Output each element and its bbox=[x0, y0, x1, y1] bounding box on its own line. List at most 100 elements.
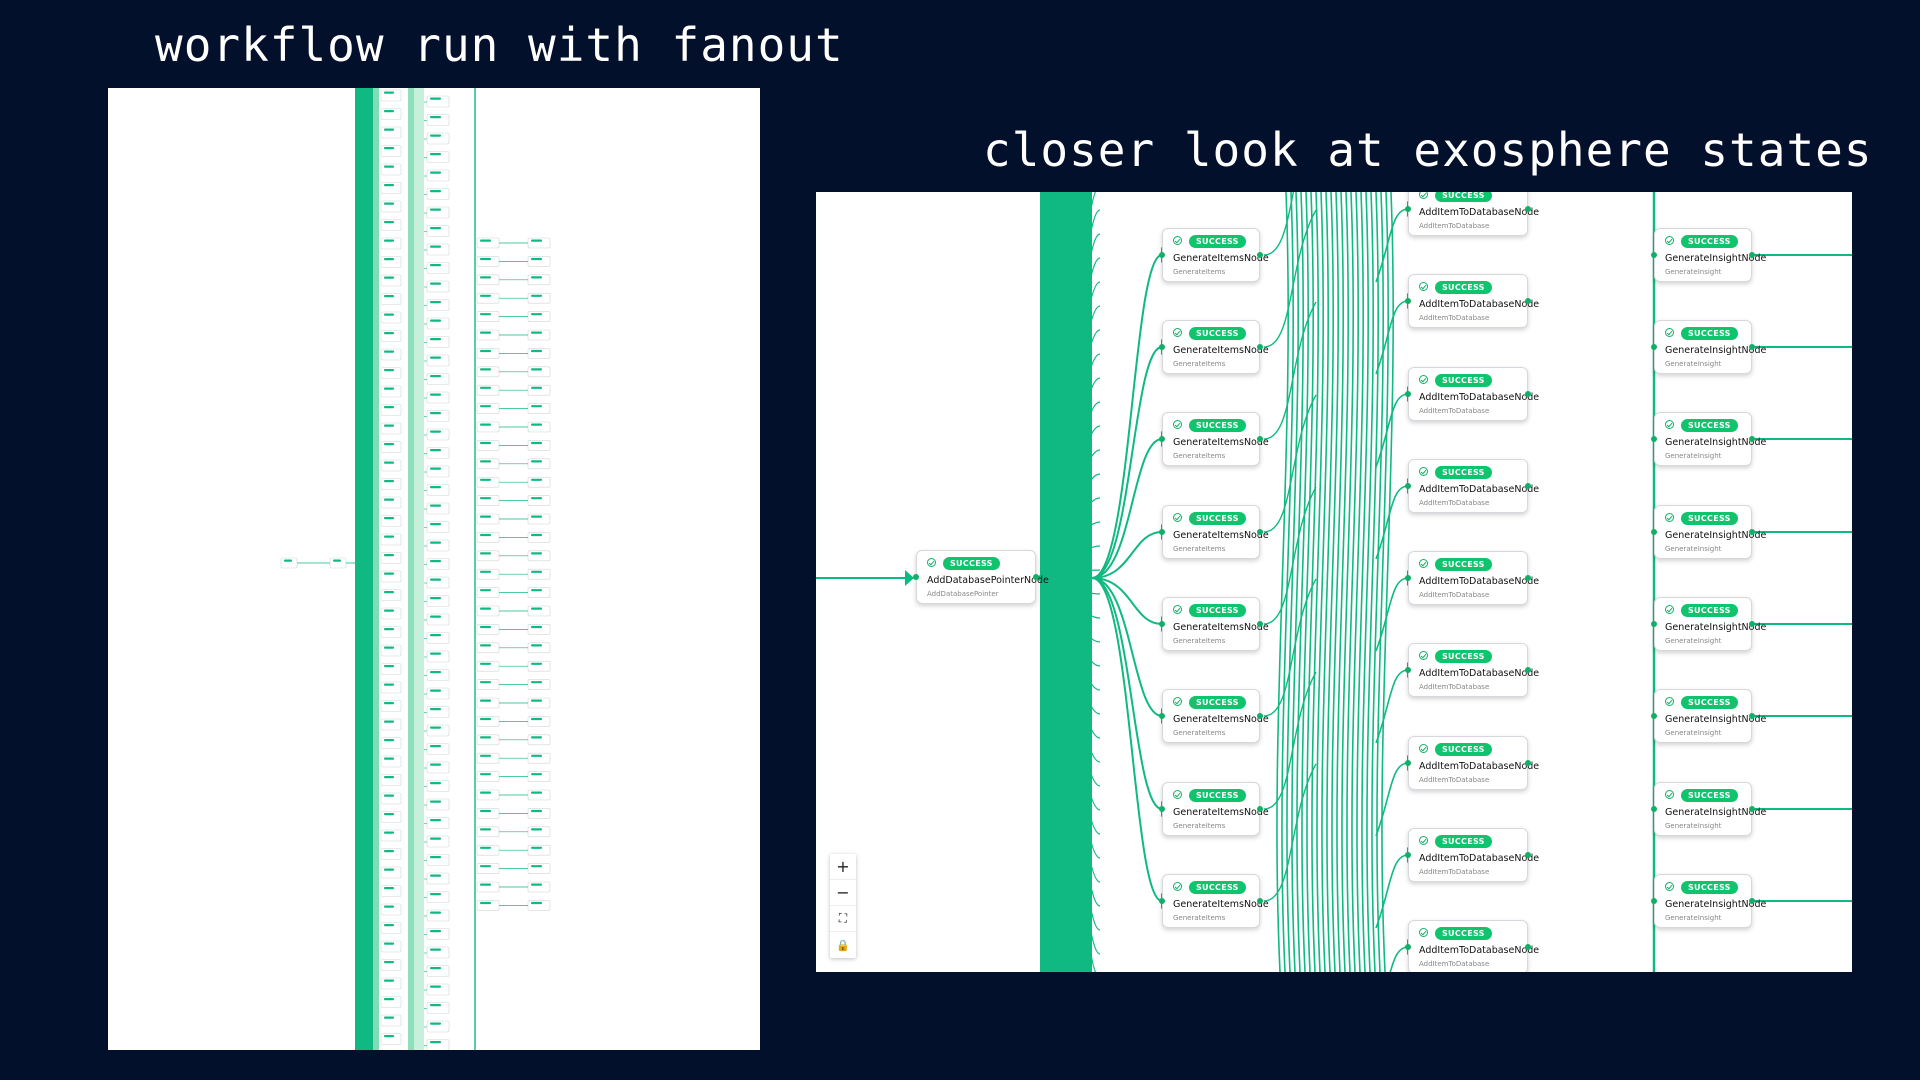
overview-node-col3-badge bbox=[480, 791, 491, 794]
output-handle[interactable] bbox=[1749, 713, 1755, 719]
input-handle[interactable] bbox=[1159, 713, 1165, 719]
input-handle[interactable] bbox=[1159, 621, 1165, 627]
status-badge: SUCCESS bbox=[1435, 374, 1492, 387]
output-handle[interactable] bbox=[1257, 898, 1263, 904]
output-handle[interactable] bbox=[1749, 252, 1755, 258]
node-subtitle: AddItemToDatabase bbox=[1419, 407, 1490, 415]
output-handle[interactable] bbox=[1257, 436, 1263, 442]
output-handle[interactable] bbox=[1525, 483, 1531, 489]
edge-bundle-line bbox=[1321, 192, 1334, 972]
output-handle[interactable] bbox=[1257, 529, 1263, 535]
overview-node-col3-badge bbox=[480, 405, 491, 408]
input-handle[interactable] bbox=[1159, 252, 1165, 258]
output-handle[interactable] bbox=[1749, 898, 1755, 904]
output-handle[interactable] bbox=[1257, 713, 1263, 719]
output-handle[interactable] bbox=[1525, 760, 1531, 766]
output-handle[interactable] bbox=[1525, 298, 1531, 304]
overview-node-col3-badge bbox=[480, 809, 491, 813]
output-handle[interactable] bbox=[1525, 944, 1531, 950]
input-handle[interactable] bbox=[1405, 298, 1411, 304]
output-handle[interactable] bbox=[1525, 206, 1531, 212]
overview-node-col3-badge bbox=[480, 331, 491, 334]
edge-bundle-line bbox=[1346, 192, 1359, 972]
zoom-out-button[interactable]: − bbox=[830, 880, 856, 906]
input-handle[interactable] bbox=[1159, 436, 1165, 442]
input-handle[interactable] bbox=[1405, 206, 1411, 212]
node-name: GenerateItemsNode bbox=[1173, 899, 1269, 910]
overview-node-col1-badge bbox=[384, 91, 394, 94]
output-handle[interactable] bbox=[1257, 806, 1263, 812]
output-handle[interactable] bbox=[1749, 344, 1755, 350]
input-handle[interactable] bbox=[1651, 529, 1657, 535]
input-handle[interactable] bbox=[1405, 483, 1411, 489]
input-handle[interactable] bbox=[1651, 344, 1657, 350]
input-handle[interactable] bbox=[1405, 667, 1411, 673]
input-handle[interactable] bbox=[1651, 898, 1657, 904]
output-handle[interactable] bbox=[1257, 344, 1263, 350]
output-handle[interactable] bbox=[1749, 529, 1755, 535]
overview-node-col3-badge bbox=[480, 901, 491, 905]
output-handle[interactable] bbox=[1033, 574, 1039, 580]
output-handle[interactable] bbox=[1525, 575, 1531, 581]
input-handle[interactable] bbox=[1405, 944, 1411, 950]
input-handle[interactable] bbox=[1651, 436, 1657, 442]
overview-node-col1-badge bbox=[384, 757, 394, 760]
input-handle[interactable] bbox=[1405, 575, 1411, 581]
overview-node-col1-badge bbox=[384, 646, 394, 649]
overview-node-col2-badge bbox=[430, 486, 441, 489]
lock-button[interactable]: 🔒 bbox=[830, 932, 856, 958]
input-handle[interactable] bbox=[1159, 806, 1165, 812]
output-handle[interactable] bbox=[1525, 852, 1531, 858]
input-handle[interactable] bbox=[1159, 529, 1165, 535]
output-handle[interactable] bbox=[1749, 621, 1755, 627]
output-handle[interactable] bbox=[1525, 667, 1531, 673]
zoom-in-button[interactable]: + bbox=[830, 854, 856, 880]
output-handle[interactable] bbox=[1749, 436, 1755, 442]
fit-view-button[interactable]: ⛶ bbox=[830, 906, 856, 932]
output-handle[interactable] bbox=[1749, 806, 1755, 812]
input-handle[interactable] bbox=[1651, 713, 1657, 719]
input-handle[interactable] bbox=[1405, 760, 1411, 766]
output-handle[interactable] bbox=[1525, 391, 1531, 397]
input-handle[interactable] bbox=[1405, 852, 1411, 858]
input-handle[interactable] bbox=[1159, 898, 1165, 904]
input-handle[interactable] bbox=[1651, 252, 1657, 258]
input-handle[interactable] bbox=[1405, 391, 1411, 397]
input-handle[interactable] bbox=[1159, 344, 1165, 350]
input-handle[interactable] bbox=[1651, 621, 1657, 627]
overview-graph-canvas[interactable] bbox=[108, 88, 760, 1050]
output-handle[interactable] bbox=[1257, 621, 1263, 627]
output-handle[interactable] bbox=[1257, 252, 1263, 258]
input-handle[interactable] bbox=[1651, 806, 1657, 812]
node-name: GenerateItemsNode bbox=[1173, 807, 1269, 818]
input-handle[interactable] bbox=[913, 574, 919, 580]
status-badge: SUCCESS bbox=[1189, 696, 1246, 709]
